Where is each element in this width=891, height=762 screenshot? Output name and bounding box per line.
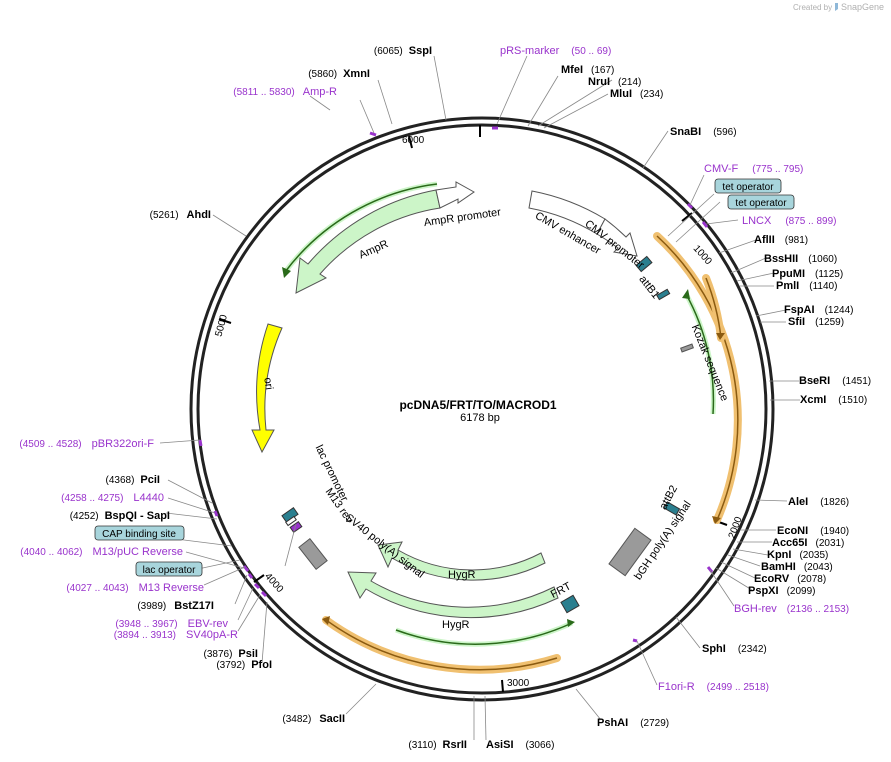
site-pspxi: PspXI(2099) bbox=[748, 585, 815, 597]
site-psii: (3876)PsiI bbox=[204, 648, 258, 660]
feature-hygr-inner bbox=[377, 541, 546, 581]
primer-sv40pa-r: (3894 .. 3913)SV40pA-R bbox=[114, 629, 238, 641]
site-nrui: NruI(214) bbox=[588, 76, 641, 88]
site-xmni: (5860)XmnI bbox=[308, 68, 370, 80]
site-bstz17i: (3989)BstZ17I bbox=[137, 600, 214, 612]
site-sfii: SfiI(1259) bbox=[788, 316, 844, 328]
label-hygr-outer: HygR bbox=[442, 619, 470, 631]
feature-ampr-promoter bbox=[435, 181, 475, 209]
tick-5000: 5000 bbox=[214, 313, 230, 338]
site-kpni: KpnI(2035) bbox=[767, 549, 828, 561]
plasmid-title: pcDNA5/FRT/TO/MACROD1 bbox=[399, 398, 556, 412]
site-pfoi: (3792)PfoI bbox=[216, 659, 272, 671]
tick-6000: 6000 bbox=[402, 135, 425, 146]
primer-l4440: (4258 .. 4275)L4440 bbox=[61, 492, 164, 504]
site-bsshii: BssHII(1060) bbox=[764, 253, 837, 265]
site-xcmi: XcmI(1510) bbox=[800, 394, 867, 406]
feature-sv40-polya bbox=[298, 537, 328, 571]
feature-cmv-promoter bbox=[596, 218, 638, 257]
orf-arc-inner-right bbox=[702, 274, 725, 342]
site-ecorv: EcoRV(2078) bbox=[754, 573, 826, 585]
primer-pbr322ori-f: (4509 .. 4528)pBR322ori-F bbox=[19, 438, 154, 450]
site-sacii: (3482)SacII bbox=[282, 713, 345, 725]
site-mlui: MluI(234) bbox=[610, 88, 663, 100]
site-bseri: BseRI(1451) bbox=[799, 375, 871, 387]
label-sv40-polya: SV40 poly(A) signal bbox=[343, 512, 427, 581]
site-pshai: PshAI(2729) bbox=[597, 717, 669, 729]
feature-attb1 bbox=[635, 255, 653, 273]
primer-lncx: LNCX(875 .. 899) bbox=[742, 215, 837, 227]
label-hygr-inner: HygR bbox=[448, 569, 476, 581]
primers: pRS-marker(50 .. 69) (5811 .. 5830)Amp-R… bbox=[19, 45, 849, 693]
site-econi: EcoNI(1940) bbox=[777, 525, 849, 537]
svg-text:tet operator: tet operator bbox=[735, 198, 787, 209]
primer-m13-reverse: (4027 .. 4043)M13 Reverse bbox=[66, 582, 204, 594]
site-mfei: MfeI(167) bbox=[561, 64, 614, 76]
site-ppumi: PpuMI(1125) bbox=[772, 268, 843, 280]
primer-m13-puc-reverse: (4040 .. 4062)M13/pUC Reverse bbox=[20, 546, 183, 558]
feature-hygr-outer bbox=[347, 571, 559, 619]
orf-arc-bottom bbox=[322, 616, 561, 674]
primer-amp-r: (5811 .. 5830)Amp-R bbox=[233, 86, 337, 98]
site-pcii: (4368)PciI bbox=[106, 474, 160, 486]
primer-cmv-f: CMV-F(775 .. 795) bbox=[704, 163, 803, 175]
site-fspai: FspAI(1244) bbox=[784, 304, 853, 316]
svg-text:tet operator: tet operator bbox=[722, 182, 774, 193]
svg-text:lac operator: lac operator bbox=[143, 565, 196, 576]
site-asisi: AsiSI(3066) bbox=[486, 739, 554, 751]
label-ampr-promoter: AmpR promoter bbox=[423, 206, 502, 229]
primer-ebv-rev: (3948 .. 3967)EBV-rev bbox=[115, 618, 228, 630]
feature-small-gray bbox=[680, 343, 694, 353]
site-bamhi: BamHI(2043) bbox=[761, 561, 833, 573]
primer-bgh-rev: BGH-rev(2136 .. 2153) bbox=[734, 603, 849, 615]
site-bspqi-sapi: (4252)BspQI - SapI bbox=[70, 510, 170, 522]
boxed-feature-cap-binding-site: CAP binding site bbox=[94, 525, 185, 541]
feature-kozak bbox=[656, 288, 671, 301]
label-ampr: AmpR bbox=[357, 238, 390, 261]
tick-3000: 3000 bbox=[507, 678, 530, 689]
feature-ampr bbox=[295, 189, 441, 294]
label-ori: ori bbox=[261, 377, 275, 391]
primer-prs-marker: pRS-marker(50 .. 69) bbox=[500, 45, 611, 57]
boxed-feature-tet-operator-2: tet operator bbox=[727, 194, 795, 210]
feature-ori bbox=[251, 323, 283, 454]
feature-bgh-polya bbox=[608, 527, 652, 577]
orf-arc-green-right bbox=[682, 289, 716, 415]
boxed-feature-tet-operator-1: tet operator bbox=[714, 178, 782, 194]
site-sspi: (6065)SspI bbox=[374, 45, 432, 57]
site-pmli: PmlI(1140) bbox=[776, 280, 837, 292]
orf-arc-outer bbox=[653, 232, 742, 524]
leader-lines bbox=[159, 55, 800, 741]
site-rsrii: (3110)RsrII bbox=[408, 739, 467, 751]
site-acc65i: Acc65I(2031) bbox=[772, 537, 844, 549]
plasmid-size: 6178 bp bbox=[460, 412, 500, 424]
snapgene-logo-icon bbox=[835, 3, 838, 11]
credit-created-by: Created by bbox=[793, 3, 832, 12]
backbone bbox=[189, 116, 775, 702]
feature-lac-cluster bbox=[281, 507, 303, 534]
site-alei: AleI(1826) bbox=[788, 496, 849, 508]
orf-arc-green-top bbox=[282, 181, 438, 278]
svg-text:CAP binding site: CAP binding site bbox=[102, 529, 176, 540]
feature-attb2 bbox=[663, 501, 681, 516]
boxed-feature-lac-operator: lac operator bbox=[135, 561, 203, 577]
tick-1000: 1000 bbox=[691, 243, 714, 267]
primer-marks bbox=[198, 126, 714, 643]
feature-frt bbox=[560, 594, 580, 614]
site-sphi: SphI(2342) bbox=[702, 643, 767, 655]
credit-brand: SnapGene bbox=[841, 2, 884, 12]
primer-f1ori-r: F1ori-R(2499 .. 2518) bbox=[658, 681, 769, 693]
site-ahdi: (5261)AhdI bbox=[150, 209, 211, 221]
site-aflii: AflII(981) bbox=[754, 234, 808, 246]
restriction-sites: (6065)SspI (5860)XmnI MfeI(167) NruI(214… bbox=[70, 45, 871, 751]
site-snabi: SnaBI(596) bbox=[670, 126, 737, 138]
orf-arc-green-bottom bbox=[395, 619, 575, 647]
